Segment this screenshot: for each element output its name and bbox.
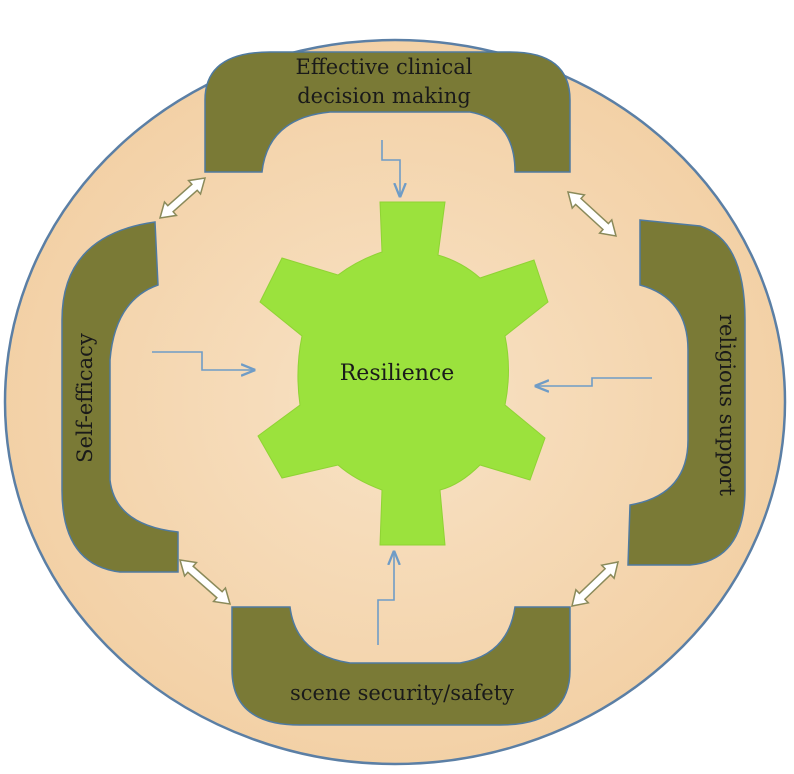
label-religious-support: religious support — [715, 314, 739, 497]
resilience-gear — [257, 201, 549, 546]
label-scene-security-safety: scene security/safety — [290, 681, 514, 705]
double-arrow-bottom-right — [570, 561, 620, 607]
arrow-top — [381, 140, 400, 196]
double-arrows — [158, 177, 620, 607]
double-arrow-bottom-left — [178, 559, 232, 605]
arrow-right — [536, 377, 652, 386]
label-decision-making: decision making — [297, 84, 471, 108]
input-arrows — [152, 140, 652, 645]
band-scene-security-safety — [231, 606, 571, 726]
double-arrow-top-right — [566, 191, 618, 237]
band-self-efficacy — [61, 221, 179, 573]
label-effective-clinical: Effective clinical — [296, 55, 473, 79]
arrow-bottom — [377, 552, 394, 645]
arrow-left — [152, 351, 254, 370]
band-religious-support — [627, 219, 746, 566]
double-arrow-top-left — [158, 177, 207, 219]
band-effective-clinical-decision-making — [204, 51, 571, 173]
label-resilience: Resilience — [340, 361, 455, 386]
label-self-efficacy: Self-efficacy — [73, 333, 97, 463]
